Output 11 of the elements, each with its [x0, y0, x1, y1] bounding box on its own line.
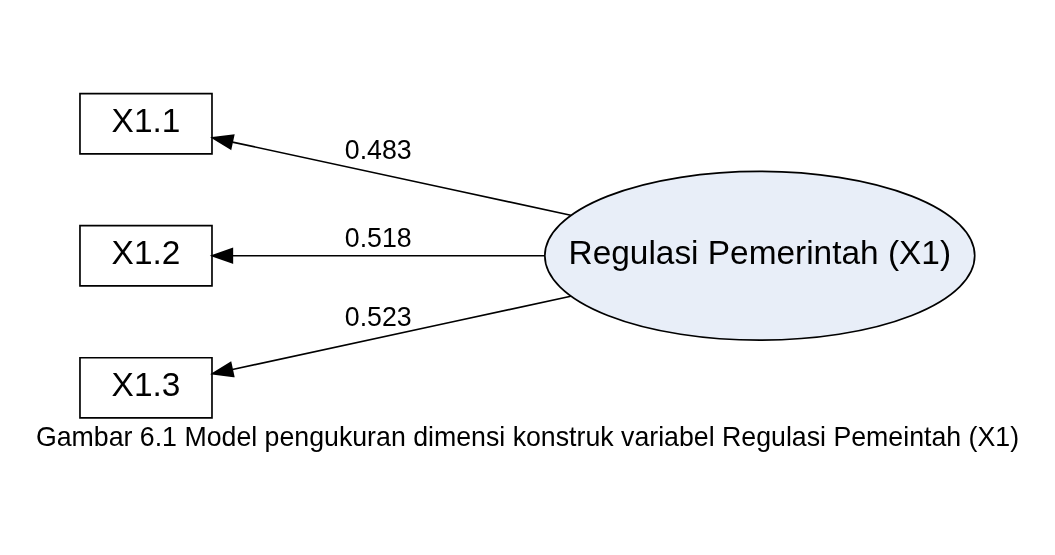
- node-box: X1.3: [79, 356, 213, 419]
- edge-label: 0.518: [344, 223, 412, 254]
- arrow: [210, 295, 572, 378]
- caption: Gambar 6.1 Model pengukuran dimensi konstruk variabel Regulasi Pemeintah (X1): [35, 421, 1020, 452]
- node-box: X1.1: [79, 92, 213, 155]
- arrow: [209, 247, 545, 264]
- arrow: [210, 134, 572, 217]
- edge-label: 0.483: [344, 134, 412, 165]
- edge-label: 0.523: [344, 301, 412, 332]
- node-ellipse: Regulasi Pemerintah (X1): [544, 170, 976, 341]
- node-box: X1.2: [79, 224, 213, 287]
